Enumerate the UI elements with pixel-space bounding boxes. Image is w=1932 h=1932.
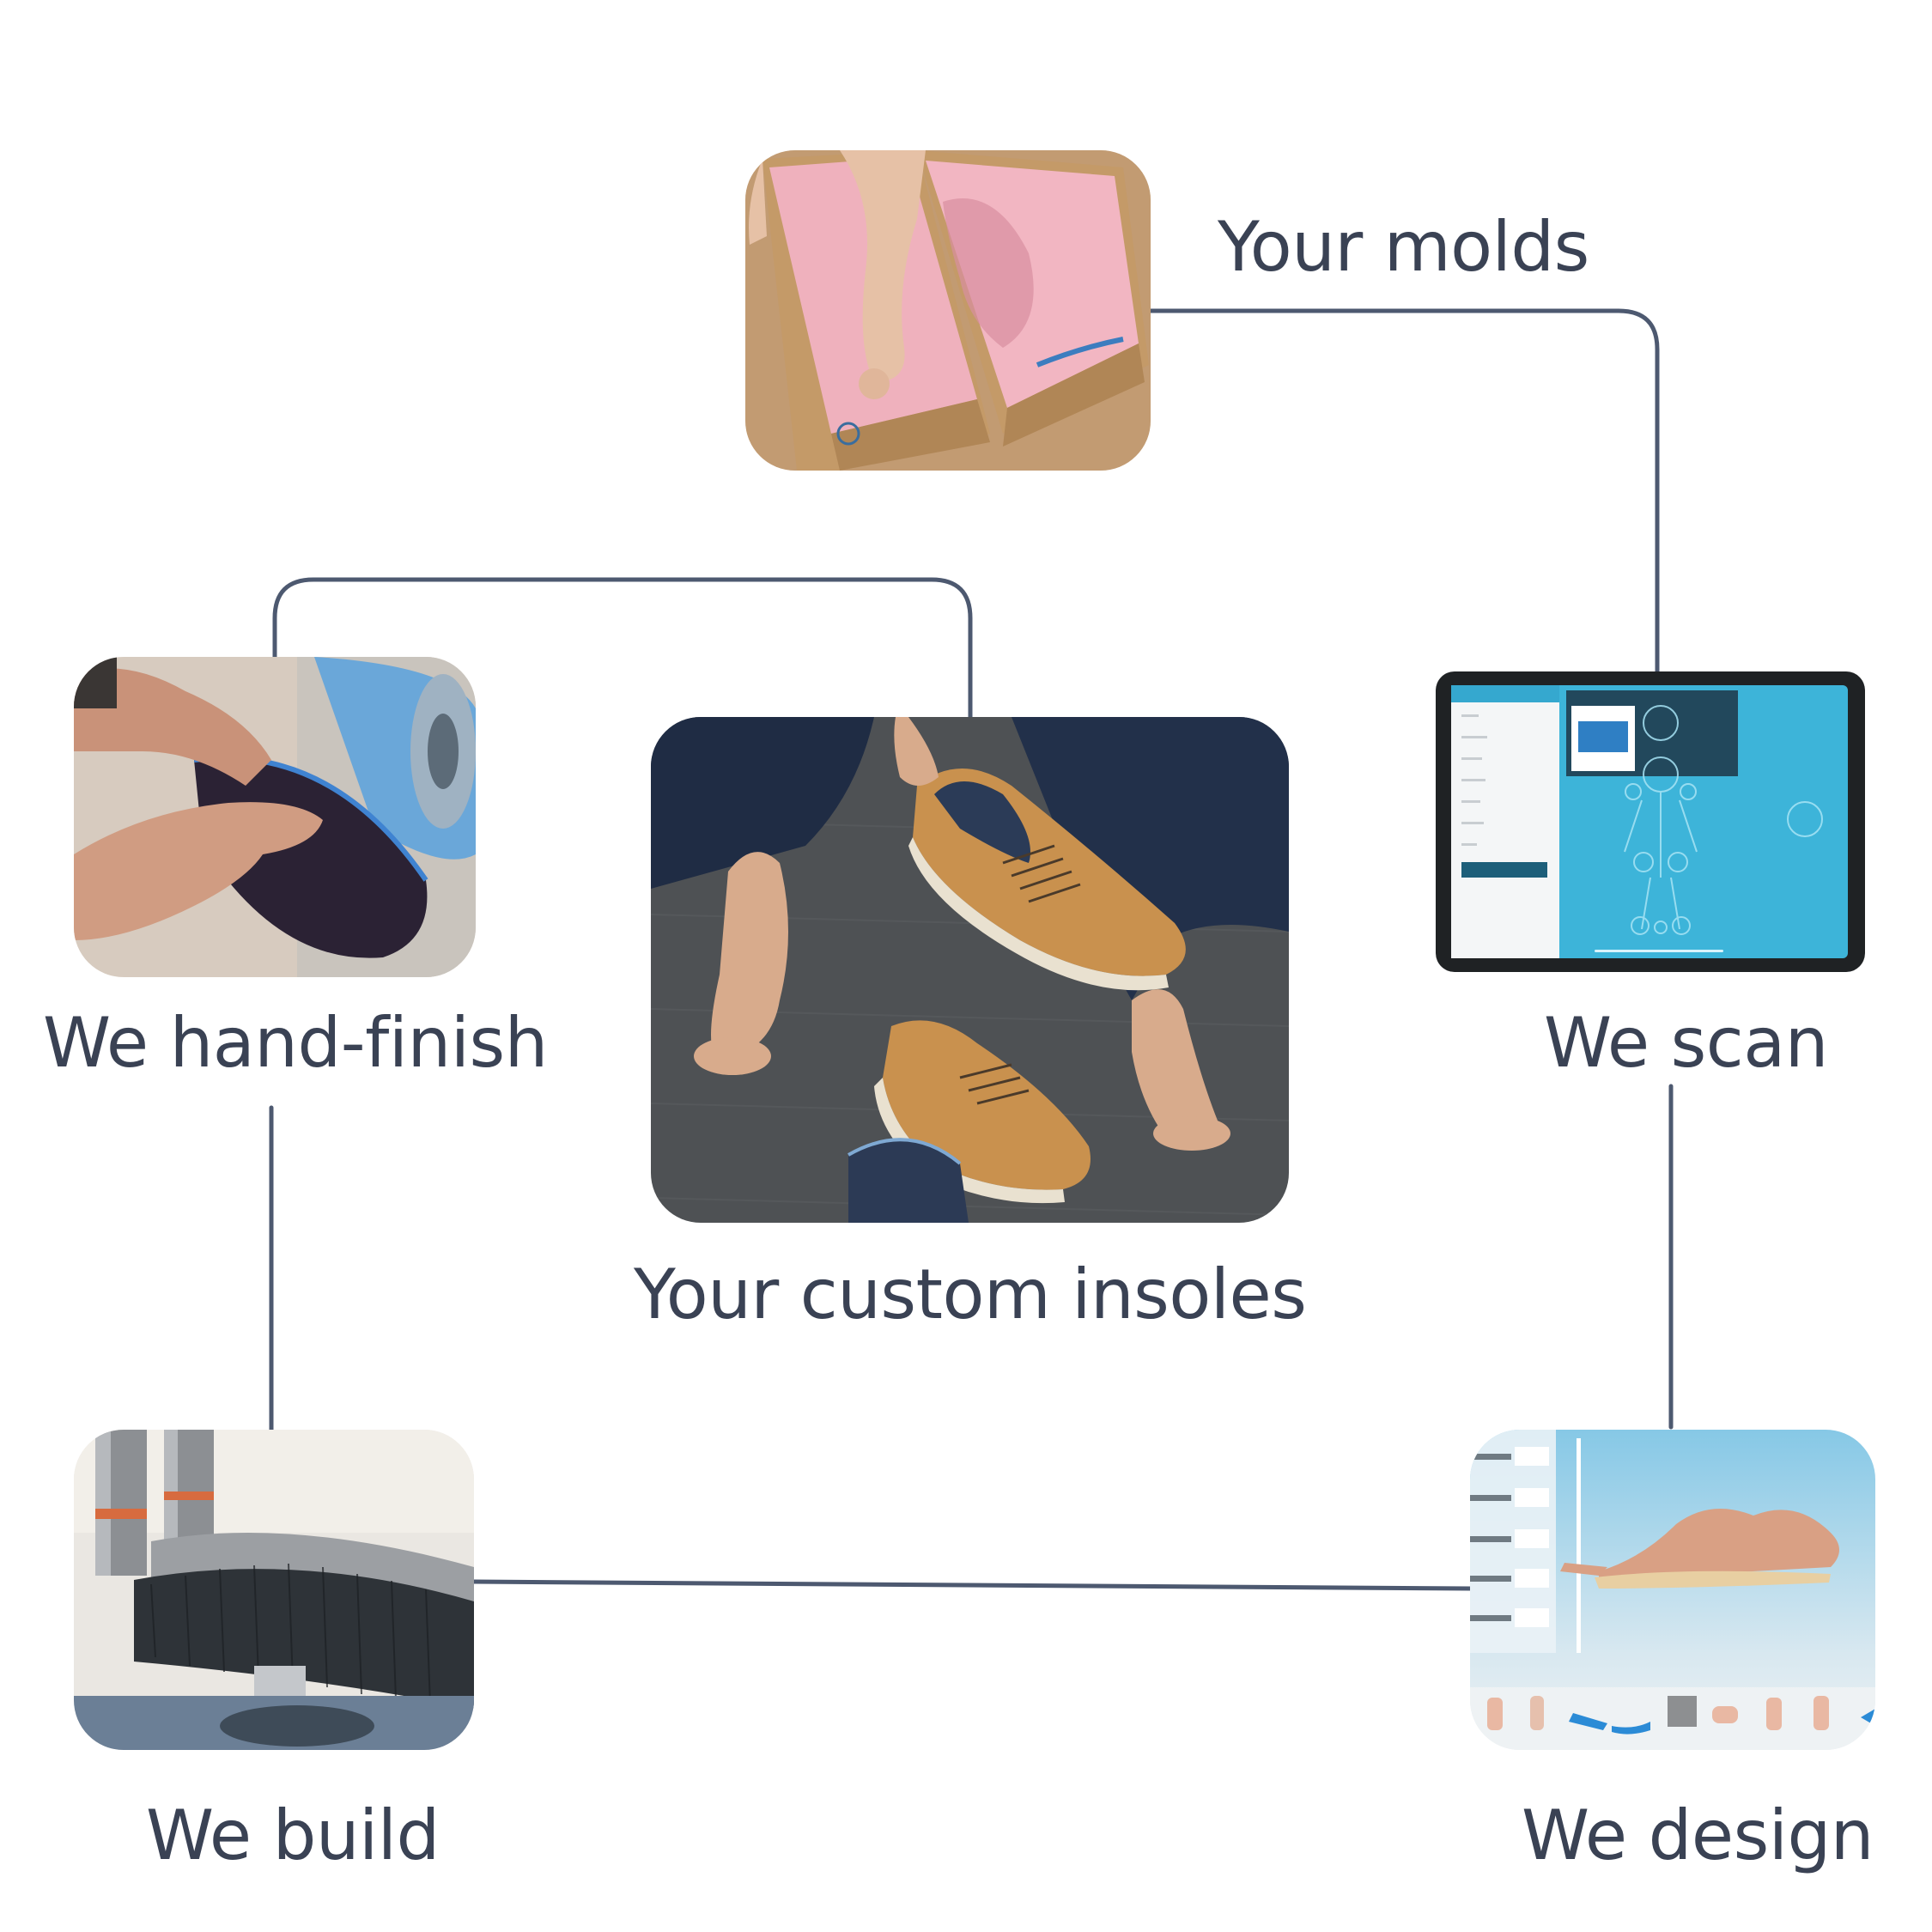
insoles-photo: [651, 717, 1289, 1223]
step-label-insoles: Your custom insoles: [634, 1255, 1307, 1334]
step-label-build: We build: [146, 1795, 440, 1875]
connector-finish-to-insoles: [272, 577, 973, 720]
finish-photo: [74, 657, 476, 977]
design-photo: [1470, 1430, 1875, 1750]
molds-photo: [745, 150, 1151, 471]
scan-photo: [1436, 671, 1865, 972]
step-label-scan: We scan: [1544, 1003, 1828, 1083]
connector-design-to-build: [471, 1579, 1473, 1591]
step-label-molds: Your molds: [1218, 207, 1589, 287]
build-photo: [74, 1430, 474, 1750]
connector-molds-to-scan: [1148, 308, 1660, 674]
step-label-design: We design: [1522, 1795, 1874, 1875]
step-label-finish: We hand-finish: [43, 1003, 548, 1083]
